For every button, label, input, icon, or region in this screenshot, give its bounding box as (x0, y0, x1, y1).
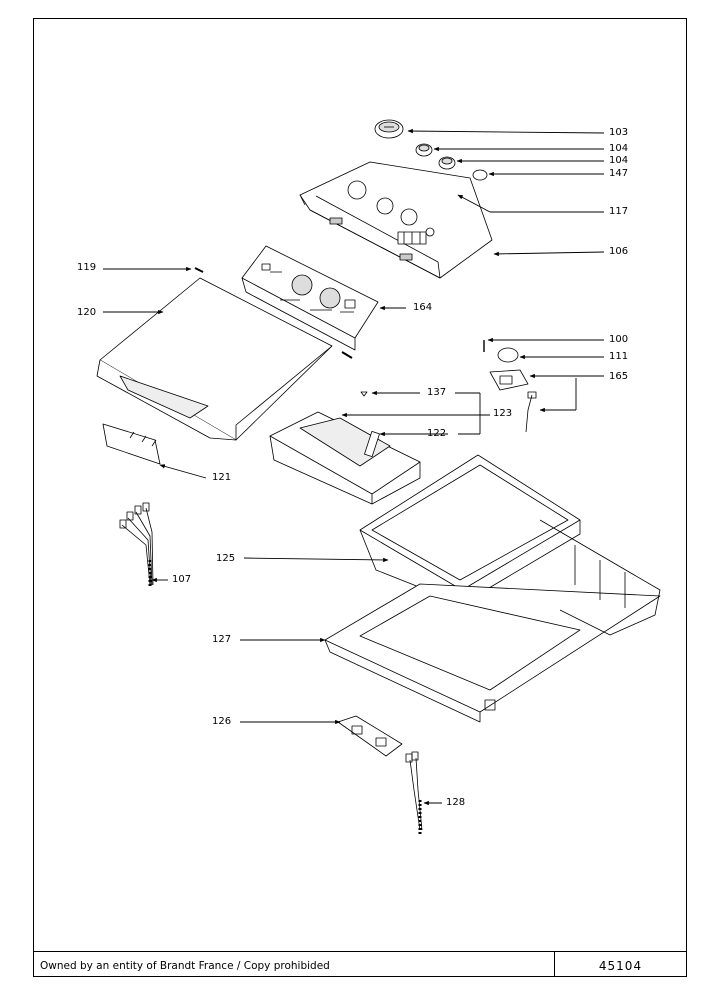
part-top-frame-127 (324, 519, 661, 723)
footer-document-box: 45104 (555, 951, 686, 976)
label-117: 117 (609, 206, 629, 217)
label-122: 122 (427, 428, 447, 439)
part-pin-lid (341, 351, 353, 359)
label-111: 111 (609, 351, 629, 362)
label-119: 119 (77, 262, 97, 273)
part-knob-104a (415, 143, 433, 157)
owner-notice: Owned by an entity of Brandt France / Co… (40, 960, 330, 972)
label-127: 127 (212, 634, 232, 645)
label-100: 100 (609, 334, 629, 345)
part-pin-119 (194, 267, 204, 273)
part-clip-137 (360, 391, 368, 397)
label-104-a: 104 (609, 143, 629, 154)
label-147: 147 (609, 168, 629, 179)
label-128: 128 (446, 797, 466, 808)
part-electronic-board-164 (241, 245, 379, 351)
leader-lines (103, 128, 605, 806)
label-103: 103 (609, 127, 629, 138)
label-164: 164 (413, 302, 433, 313)
part-hinge-126 (337, 715, 403, 757)
part-lock-111 (497, 347, 519, 363)
label-104-b: 104 (609, 155, 629, 166)
label-121: 121 (212, 472, 232, 483)
part-switch-165 (489, 369, 537, 433)
part-dispenser-123 (269, 411, 421, 505)
label-126: 126 (212, 716, 232, 727)
label-107: 107 (172, 574, 192, 585)
part-wire-harness-107 (119, 502, 154, 588)
label-165: 165 (609, 371, 629, 382)
part-control-panel-106 (299, 161, 493, 279)
part-knob-104b (438, 156, 456, 170)
label-137: 137 (427, 387, 447, 398)
document-number: 45104 (598, 959, 643, 973)
drawing-frame (33, 18, 687, 977)
label-125: 125 (216, 553, 236, 564)
label-106: 106 (609, 246, 629, 257)
part-lid-120 (96, 277, 333, 441)
part-wire-harness-128 (405, 751, 423, 836)
footer-owner-box: Owned by an entity of Brandt France / Co… (34, 951, 555, 976)
part-knob-103 (374, 119, 404, 139)
part-knob-147 (472, 169, 488, 181)
label-120: 120 (77, 307, 97, 318)
part-handle-121 (102, 423, 161, 465)
label-123: 123 (493, 408, 513, 419)
